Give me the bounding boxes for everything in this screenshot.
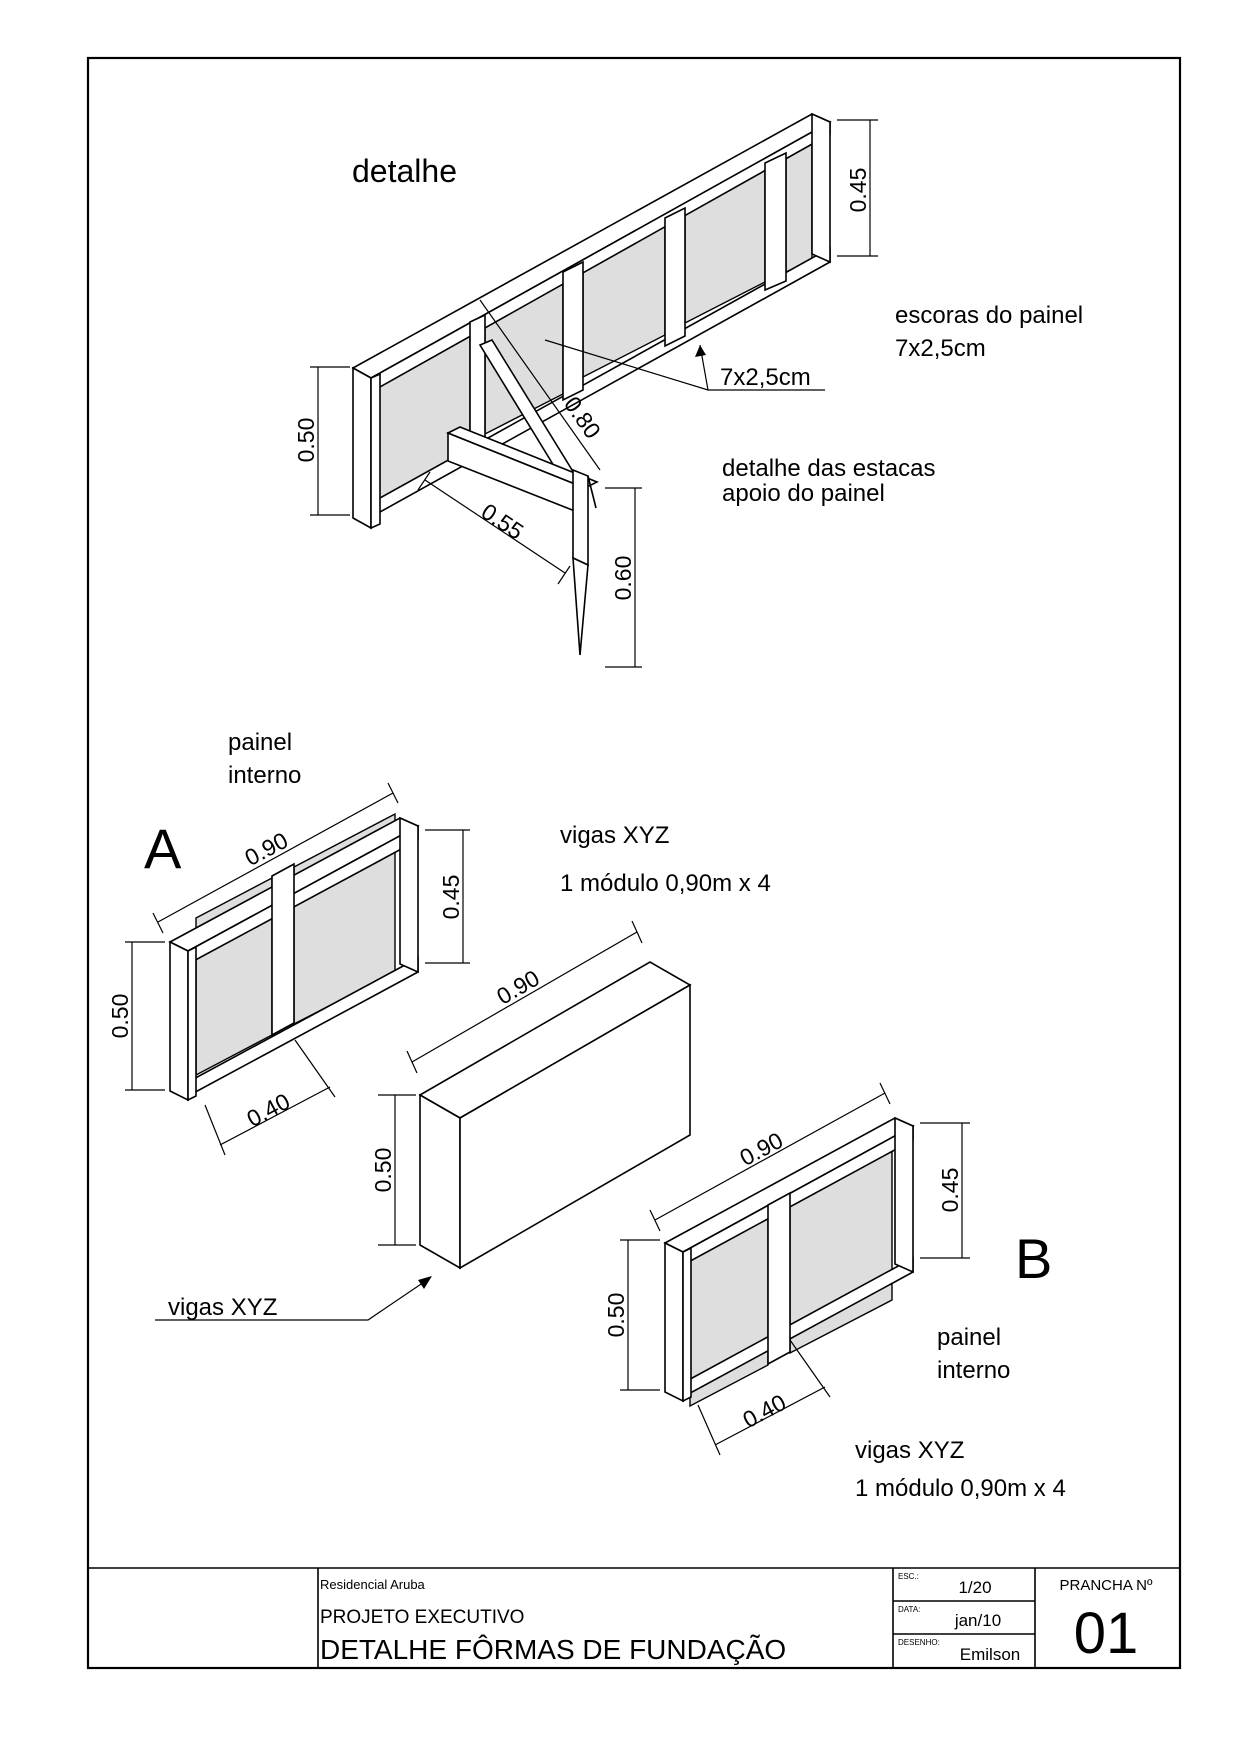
dim-beam-height: 0.50 (370, 1148, 396, 1193)
beam-end-face (419, 1093, 461, 1270)
vigas-b-module-label: 1 módulo 0,90m x 4 (855, 1475, 1066, 1502)
title-block (88, 1567, 1180, 1668)
prancha-label: PRANCHA Nº (1060, 1577, 1154, 1594)
dim-b-height-left: 0.50 (603, 1293, 629, 1338)
stake (572, 468, 589, 567)
painel-b-label: painel (937, 1324, 1001, 1351)
data-value: jan/10 (954, 1611, 1001, 1630)
dim-a-length: 0.90 (240, 827, 292, 871)
left-stile-face (187, 945, 197, 1102)
stud (767, 1191, 791, 1366)
panel-a-dimensions: 0.90 0.45 0.50 0.40 (107, 782, 470, 1156)
data-label: DATA: (898, 1605, 920, 1614)
sheet-border (86, 56, 1182, 1670)
dim-top-height-right: 0.45 (845, 168, 871, 213)
left-stile-face (682, 1246, 692, 1403)
esc-value: 1/20 (958, 1578, 991, 1597)
escoras-size-label: 7x2,5cm (895, 335, 986, 362)
panel-b (663, 1116, 915, 1408)
stake-point (572, 556, 589, 656)
beam-block (418, 961, 692, 1270)
left-stile (169, 940, 189, 1102)
stake-edge (587, 475, 597, 509)
vigas-b-label: vigas XYZ (855, 1437, 964, 1464)
drawing-title: DETALHE FÔRMAS DE FUNDAÇÃO (320, 1634, 786, 1665)
dim-b-length: 0.90 (735, 1127, 787, 1171)
horizontal-brace-top (446, 426, 599, 489)
escoras-label: escoras do painel (895, 302, 1083, 329)
beam-leader (155, 1277, 431, 1321)
estacas-support-label: apoio do painel (722, 480, 885, 507)
stud (271, 862, 295, 1037)
leader-arrow (418, 1276, 432, 1289)
vigas-pointer-label: vigas XYZ (168, 1294, 277, 1321)
leader-arrow (695, 345, 706, 357)
right-stile (811, 112, 831, 264)
section-size-label: 7x2,5cm (720, 364, 811, 391)
dim-a-height-left: 0.50 (107, 994, 133, 1039)
dim-top-height-left: 0.50 (293, 418, 319, 463)
dim-top-stake-height: 0.60 (610, 556, 636, 601)
left-stile (664, 1241, 684, 1403)
top-detail-panel (351, 112, 832, 656)
panel-b-letter: B (1015, 1227, 1052, 1290)
right-stile (399, 816, 419, 974)
panel-a-letter: A (144, 817, 182, 880)
detalhe-label: detalhe (352, 153, 457, 189)
left-stile (352, 366, 372, 530)
panel-a (168, 812, 420, 1102)
glass-pane (785, 141, 813, 274)
stud (562, 260, 584, 402)
project-name: Residencial Aruba (320, 1577, 426, 1592)
prancha-number: 01 (1074, 1601, 1139, 1666)
desenho-label: DESENHO: (898, 1638, 940, 1647)
desenho-value: Emilson (960, 1645, 1020, 1664)
right-stile (894, 1116, 914, 1274)
dim-a-height-right: 0.45 (438, 875, 464, 920)
beam-side-face (459, 983, 691, 1270)
dim-beam-length: 0.90 (492, 965, 544, 1010)
dim-a-base: 0.40 (242, 1088, 294, 1132)
dim-top-stake-base: 0.55 (477, 498, 529, 545)
painel-a-label: painel (228, 729, 292, 756)
painel-a-interno-label: interno (228, 762, 301, 789)
stud (664, 206, 686, 348)
dim-b-height-right: 0.45 (937, 1168, 963, 1213)
vigas-a-module-label: 1 módulo 0,90m x 4 (560, 870, 771, 897)
stud (764, 151, 787, 292)
dim-b-base: 0.40 (738, 1389, 790, 1433)
esc-label: ESC.: (898, 1572, 919, 1581)
estacas-label: detalhe das estacas (722, 455, 935, 482)
vigas-a-label: vigas XYZ (560, 822, 669, 849)
painel-b-interno-label: interno (937, 1357, 1010, 1384)
project-phase: PROJETO EXECUTIVO (320, 1607, 524, 1628)
left-stile-face (370, 372, 381, 530)
